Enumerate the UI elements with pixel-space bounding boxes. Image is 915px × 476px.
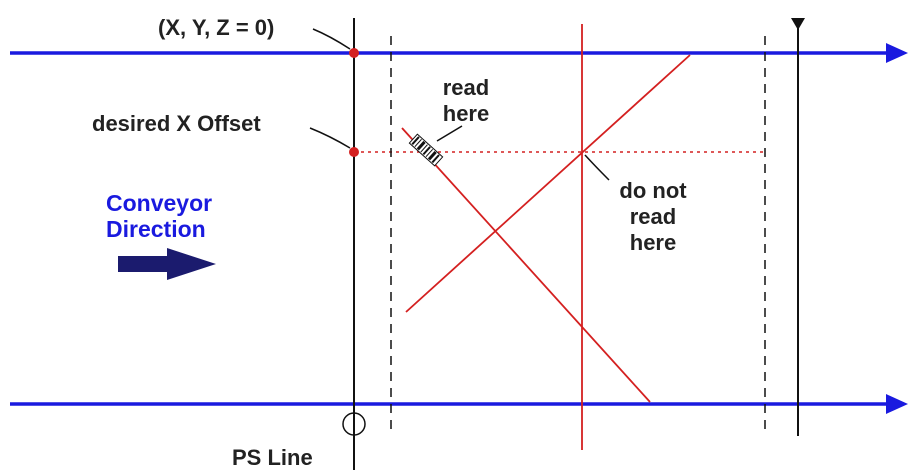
ps-sensor-circle (342, 412, 366, 436)
scan-line-diagonal-down (401, 127, 651, 403)
origin-label: (X, Y, Z = 0) (158, 15, 275, 40)
read-here-leader (436, 125, 463, 142)
read-here-label: read here (424, 75, 508, 127)
barcode-icon (408, 133, 444, 167)
trigger-marker (791, 18, 805, 30)
conveyor-direction-line2: Direction (106, 216, 206, 242)
conveyor-top-arrowhead (886, 43, 908, 63)
read-here-line2: here (442, 101, 490, 126)
do-not-read-line1: do not (619, 178, 687, 203)
do-not-read-leader (584, 154, 610, 181)
ps-line-label: PS Line (232, 445, 313, 470)
do-not-read-here-label: do not read here (600, 178, 706, 256)
offset-point (349, 147, 359, 157)
origin-point (349, 48, 359, 58)
scan-line-diagonal-up (405, 54, 691, 313)
conveyor-direction-label: Conveyor Direction (106, 190, 212, 242)
conveyor-direction-line1: Conveyor (106, 190, 213, 216)
conveyor-direction-arrow (118, 248, 216, 280)
offset-label: desired X Offset (92, 111, 261, 136)
do-not-read-line3: here (629, 230, 677, 255)
read-here-line1: read (442, 75, 490, 100)
do-not-read-line2: read (629, 204, 677, 229)
conveyor-bottom-arrowhead (886, 394, 908, 414)
offset-leader (309, 127, 351, 149)
origin-leader (312, 28, 351, 50)
